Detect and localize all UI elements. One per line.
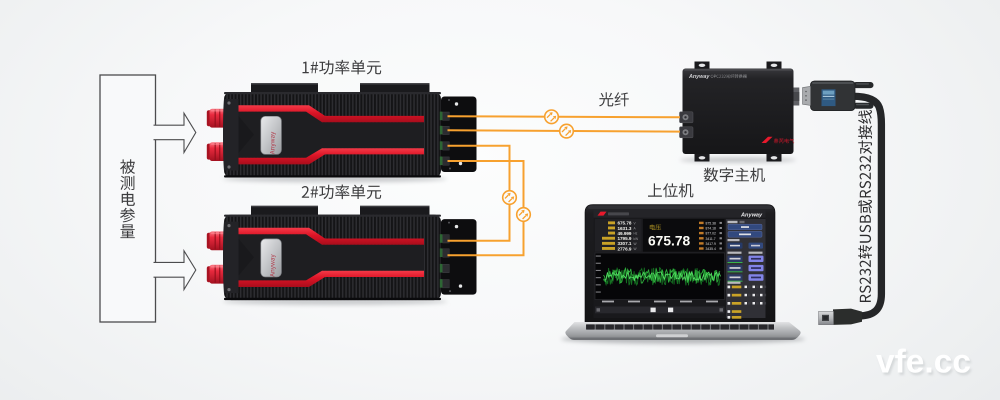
- svg-text:A: A: [634, 227, 637, 231]
- svg-text:2776.9: 2776.9: [617, 246, 631, 251]
- svg-text:Anyway: Anyway: [740, 212, 763, 218]
- svg-text:874.18: 874.18: [706, 227, 716, 231]
- svg-text:3411.7: 3411.7: [706, 237, 716, 241]
- svg-text:875.38: 875.38: [706, 221, 716, 225]
- svg-text:vfe.cc: vfe.cc: [878, 346, 973, 383]
- svg-text:V: V: [634, 222, 637, 226]
- svg-text:3417.9: 3417.9: [706, 242, 716, 246]
- svg-text:1631.3: 1631.3: [617, 226, 631, 231]
- svg-text:675.78: 675.78: [648, 233, 691, 248]
- svg-text:49.999: 49.999: [617, 231, 631, 236]
- svg-text:3307.1: 3307.1: [617, 241, 631, 246]
- svg-text:1795.9: 1795.9: [617, 236, 631, 241]
- svg-text:W: W: [634, 242, 637, 246]
- svg-text:Anyway: Anyway: [688, 74, 710, 80]
- svg-text:877.02: 877.02: [706, 232, 716, 236]
- svg-text:vfe.cc: vfe.cc: [876, 344, 971, 381]
- svg-text:675.78: 675.78: [617, 221, 631, 226]
- svg-text:Hz: Hz: [634, 232, 638, 236]
- svg-text:kW: kW: [634, 237, 639, 241]
- svg-text:3435.4: 3435.4: [706, 247, 716, 251]
- svg-text:W: W: [634, 247, 637, 251]
